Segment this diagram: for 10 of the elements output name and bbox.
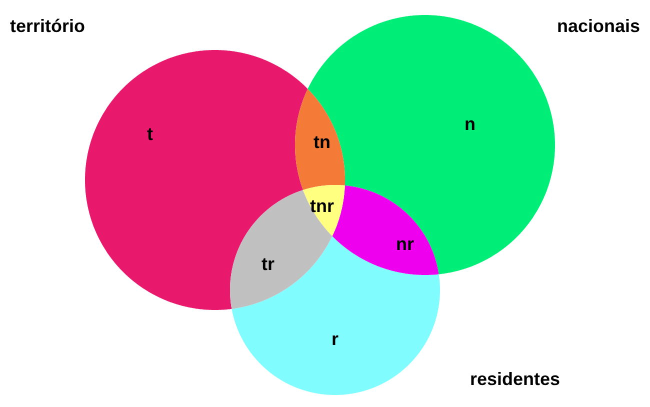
set-label: residentes — [470, 369, 560, 389]
region-label: r — [332, 329, 338, 349]
set-label: nacionais — [556, 16, 640, 36]
region-label: t — [147, 124, 153, 144]
region-label: tnr — [310, 196, 334, 216]
region-label: tn — [314, 132, 330, 152]
set-label: território — [10, 16, 86, 36]
region-label: n — [464, 114, 476, 134]
region-label: tr — [262, 254, 274, 274]
region-label: nr — [396, 234, 414, 254]
